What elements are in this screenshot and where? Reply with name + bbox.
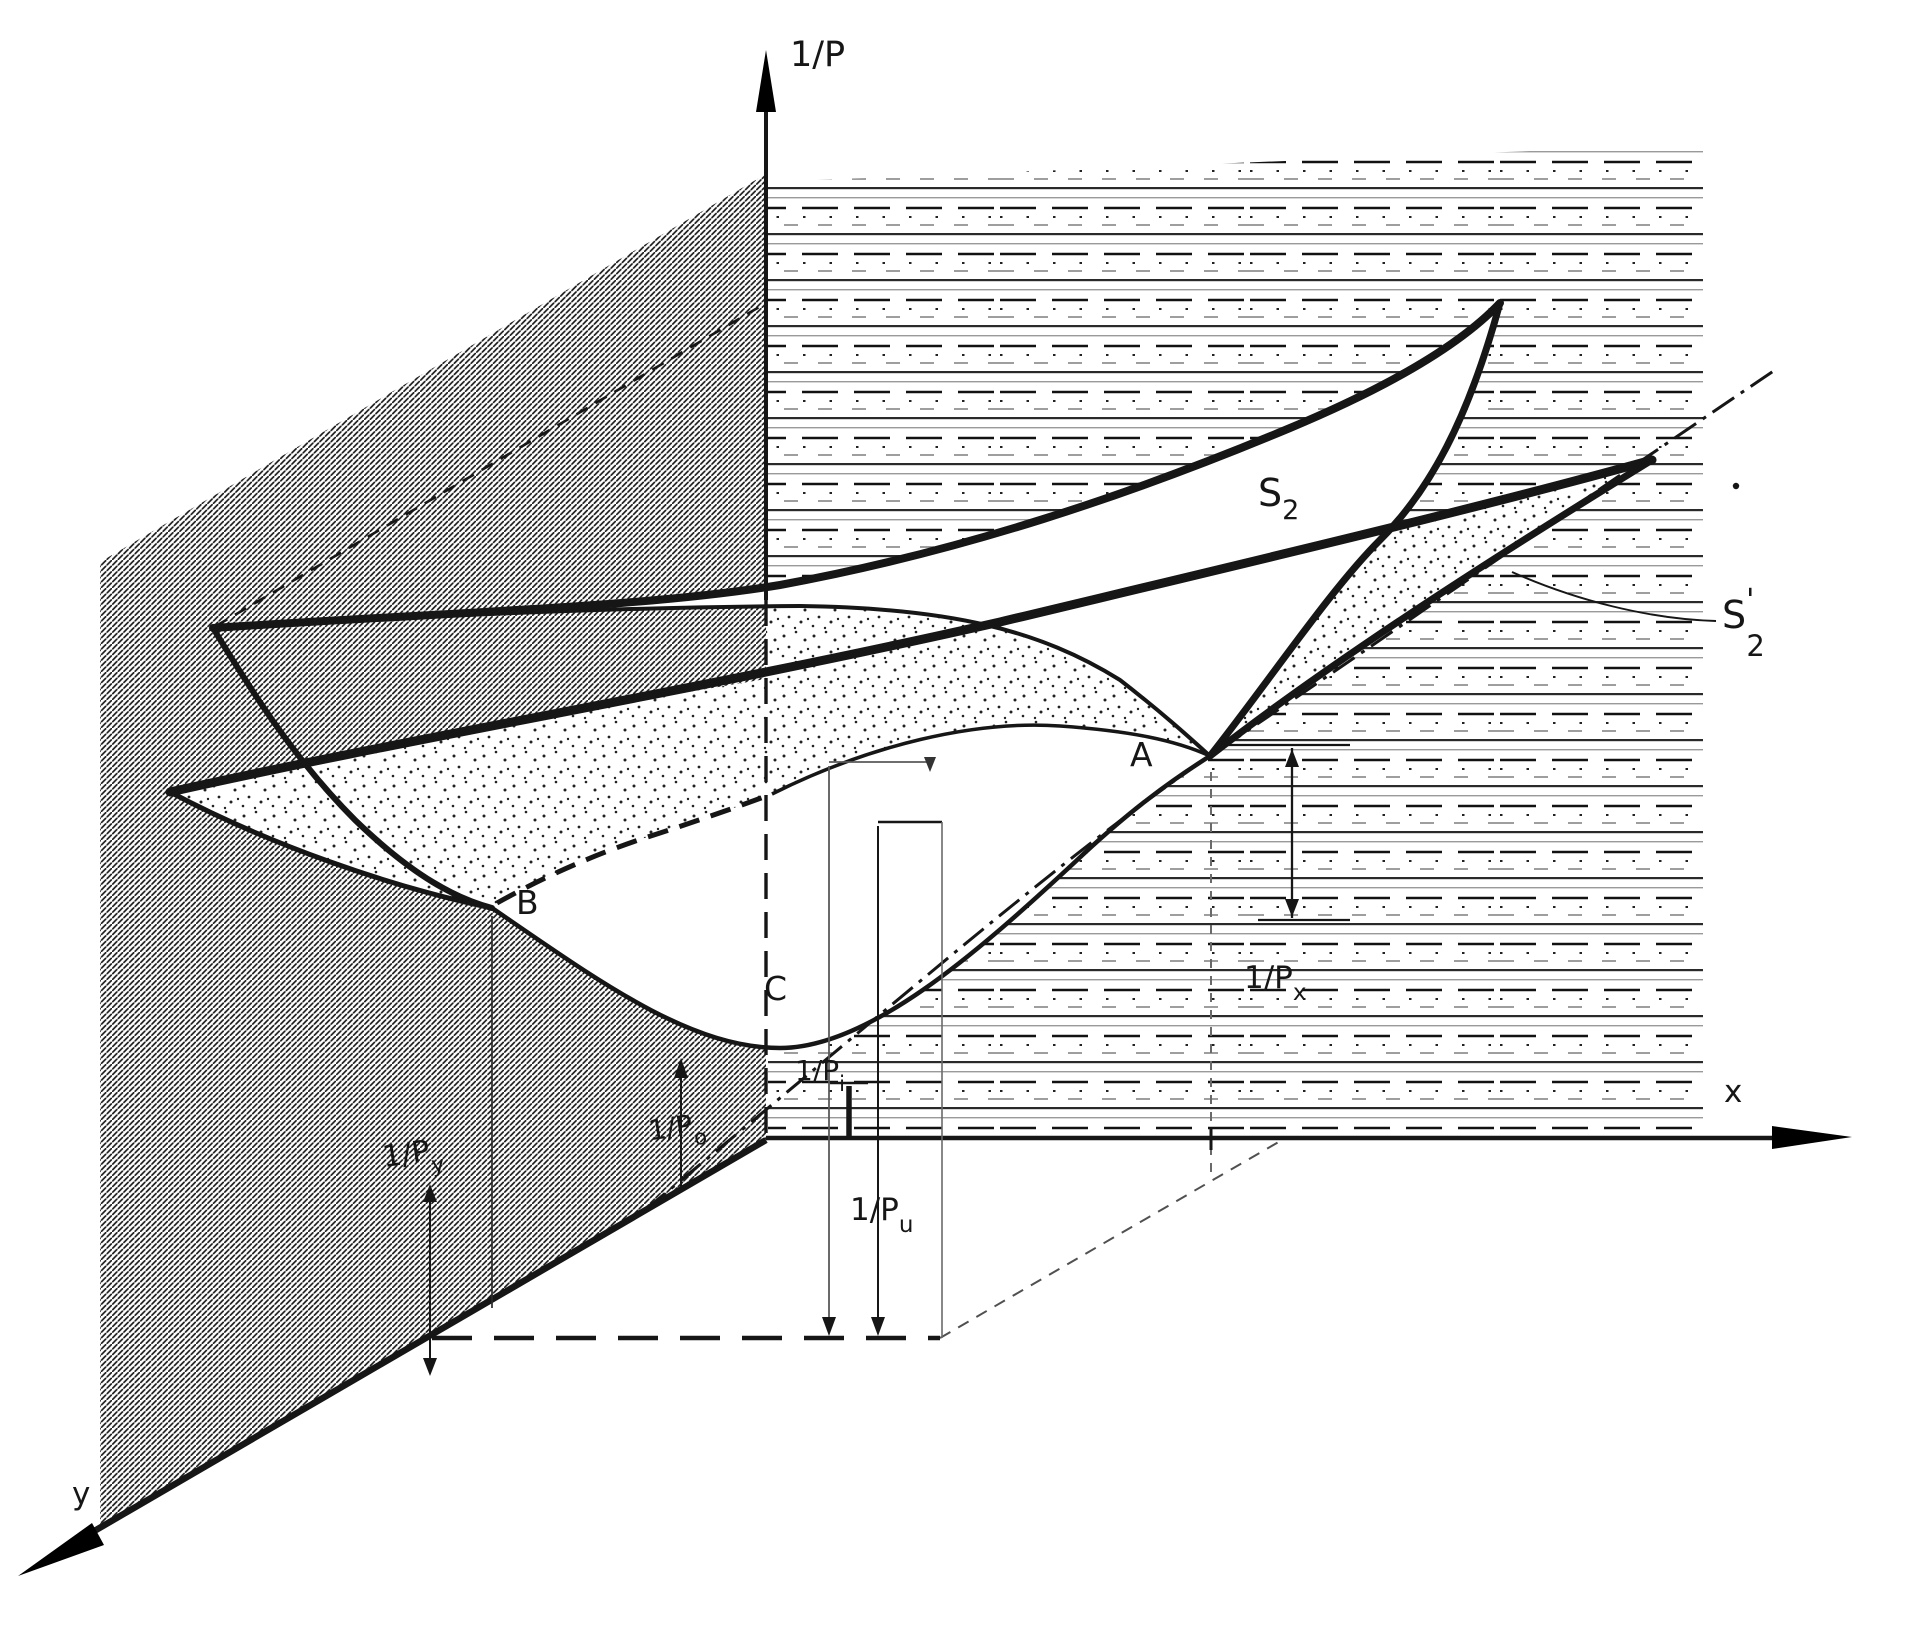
dim-1Px [1222, 743, 1350, 922]
arrowhead-right-icon [1772, 1126, 1852, 1149]
stray-dot [1732, 482, 1740, 490]
arrowhead-down-left-icon [18, 1523, 104, 1576]
label-point-c: C [764, 969, 787, 1008]
surface-s2-fill [213, 303, 1500, 756]
label-surface-s2: S2 [1258, 471, 1299, 526]
label-dim-1Pi: 1/Pi [795, 1054, 845, 1096]
s2-right-edge [1206, 299, 1504, 760]
axis-label-1P: 1/P [790, 35, 845, 75]
arc-edge-dashed [495, 791, 773, 906]
s2-prime-leader-line [1511, 571, 1717, 622]
label-point-a: A [1130, 735, 1153, 774]
inter-surface-white-region [492, 725, 1210, 1048]
arrowhead-up-icon [756, 50, 776, 112]
s2-hidden-trace-dashed [215, 301, 767, 628]
label-dim-1Po: 1/Po [646, 1107, 708, 1157]
dim-1Pi [830, 1081, 868, 1138]
s2-prime-left-edge [167, 789, 495, 911]
arc-edge-solid [771, 723, 1211, 796]
axis-horizontal-x [766, 1126, 1852, 1149]
s2-top-edge [209, 299, 1504, 632]
label-dim-1Pu: 1/Pu [850, 1192, 913, 1238]
axis-label-y: y [72, 1476, 90, 1512]
s2-left-edge-steep [210, 625, 495, 911]
focal-curve-b-c-a [489, 753, 1213, 1051]
label-surface-s2-prime: S'2 [1722, 583, 1765, 663]
axis-depth-y [18, 1137, 768, 1576]
label-dim-1Px: 1/Px [1244, 960, 1307, 1006]
dim-1Po [674, 1058, 688, 1192]
dim-1Py [423, 1184, 437, 1376]
focal-curve-a-to-tip [1206, 456, 1656, 760]
label-point-b: B [516, 883, 539, 922]
axis-label-x: x [1724, 1074, 1742, 1110]
s2-prime-top-edge [165, 455, 1657, 797]
baseline-construction [432, 1139, 1283, 1341]
label-dim-1Py: 1/Py [380, 1132, 446, 1185]
baseline-diagonal-dashed [939, 1139, 1283, 1339]
s2-lower-edge [211, 603, 1212, 758]
dim-1Pu [822, 757, 943, 1338]
axis-vertical-1P [756, 50, 776, 1140]
